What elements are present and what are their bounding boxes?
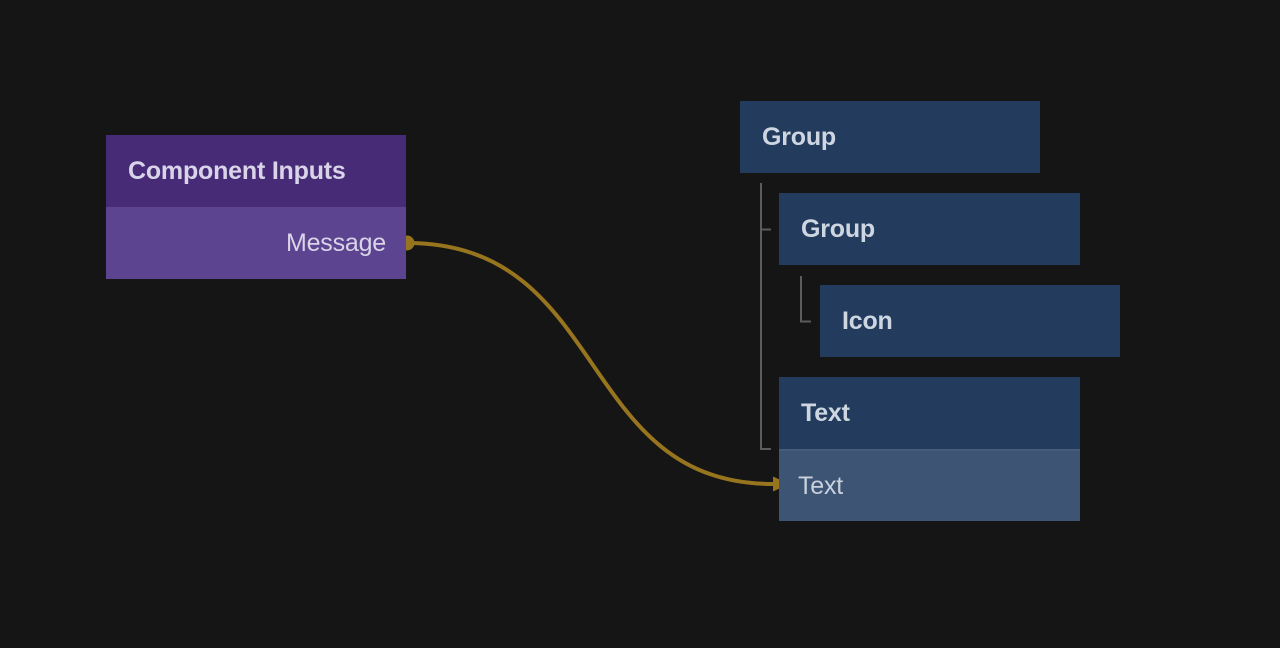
icon-node-header[interactable]: Icon [820,285,1120,357]
root-group-label: Group [762,122,836,151]
connection-edge[interactable] [406,241,774,486]
text-node-header[interactable]: Text [779,377,1080,449]
tree-node-icon[interactable]: Icon [820,285,1120,357]
nested-group-label: Group [801,214,875,243]
nested-group-header[interactable]: Group [779,193,1080,265]
text-input-row-label: Text [798,471,844,500]
tree-connector-root-children [760,183,771,450]
tree-connector-group-icon [800,276,811,323]
icon-node-label: Icon [842,306,893,335]
component-inputs-node-header[interactable]: Component Inputs [106,135,406,207]
text-node-label: Text [801,398,850,427]
tree-node-root-group[interactable]: Group [740,101,1040,173]
root-group-header[interactable]: Group [740,101,1040,173]
tree-node-text[interactable]: Text Text [779,377,1080,521]
message-port-label: Message [285,228,386,257]
tree-node-nested-group[interactable]: Group [779,193,1080,265]
component-inputs-title: Component Inputs [128,156,346,185]
message-output-row[interactable]: Message [106,207,406,279]
component-inputs-node[interactable]: Component Inputs Message [106,135,406,279]
text-input-row[interactable]: Text [779,449,1080,521]
